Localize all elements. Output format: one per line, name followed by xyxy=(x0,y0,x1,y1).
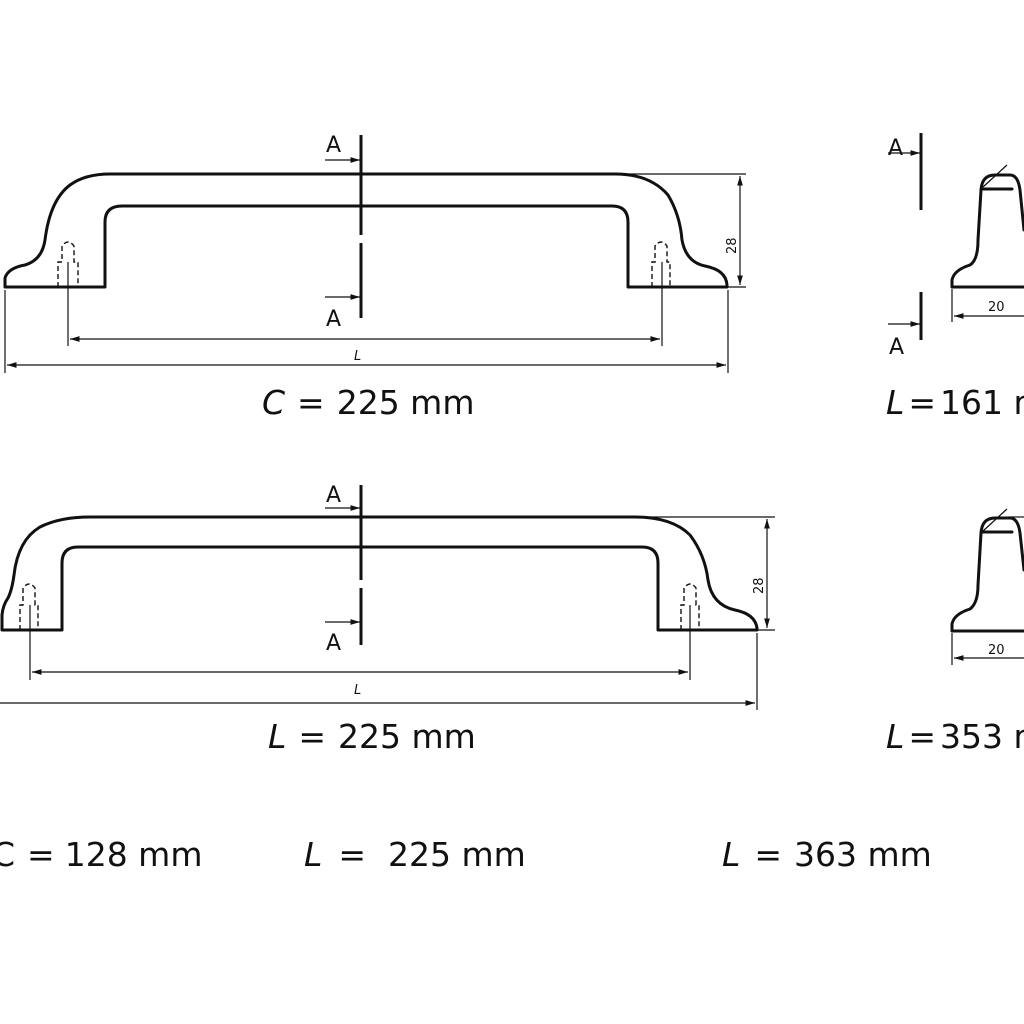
handle-outline xyxy=(3,172,729,289)
caption: L=225 mm xyxy=(304,835,526,874)
section-profile xyxy=(950,173,1024,289)
handle-front-view-1: A A 28 L C=225 mm xyxy=(3,133,746,422)
section-label: A xyxy=(889,335,904,360)
section-label: A xyxy=(326,133,341,158)
width-dimension: 20 xyxy=(988,643,1005,658)
length-dimension: L xyxy=(354,683,361,698)
section-label: A xyxy=(888,136,903,161)
section-label: A xyxy=(326,631,341,656)
length-dimension: L xyxy=(354,349,361,364)
caption: C=128 mm xyxy=(0,835,202,874)
screw-hole-right xyxy=(651,241,671,287)
caption: L=363 mm xyxy=(722,835,932,874)
caption: L=225 mm xyxy=(268,717,476,756)
cross-section-1: A A 20 L=161 mm xyxy=(886,133,1024,422)
handle-front-view-2: A A 28 L L=225 mm xyxy=(0,483,775,756)
bottom-captions: C=128 mm L=225 mm L=363 mm xyxy=(0,835,932,874)
width-dimension: 20 xyxy=(988,300,1005,315)
height-dimension: 28 xyxy=(725,237,740,254)
cross-section-2: 20 L=353 mm xyxy=(886,508,1024,756)
section-label: A xyxy=(326,307,341,332)
height-dimension: 28 xyxy=(752,577,767,594)
section-label: A xyxy=(326,483,341,508)
screw-hole-left xyxy=(57,241,79,287)
section-profile xyxy=(950,516,1024,633)
screw-hole-right xyxy=(680,583,700,630)
handle-outline xyxy=(0,515,759,632)
caption: L=353 mm xyxy=(886,717,1024,756)
caption: L=161 mm xyxy=(886,383,1024,422)
caption: C=225 mm xyxy=(262,383,474,422)
screw-hole-left xyxy=(19,583,39,630)
